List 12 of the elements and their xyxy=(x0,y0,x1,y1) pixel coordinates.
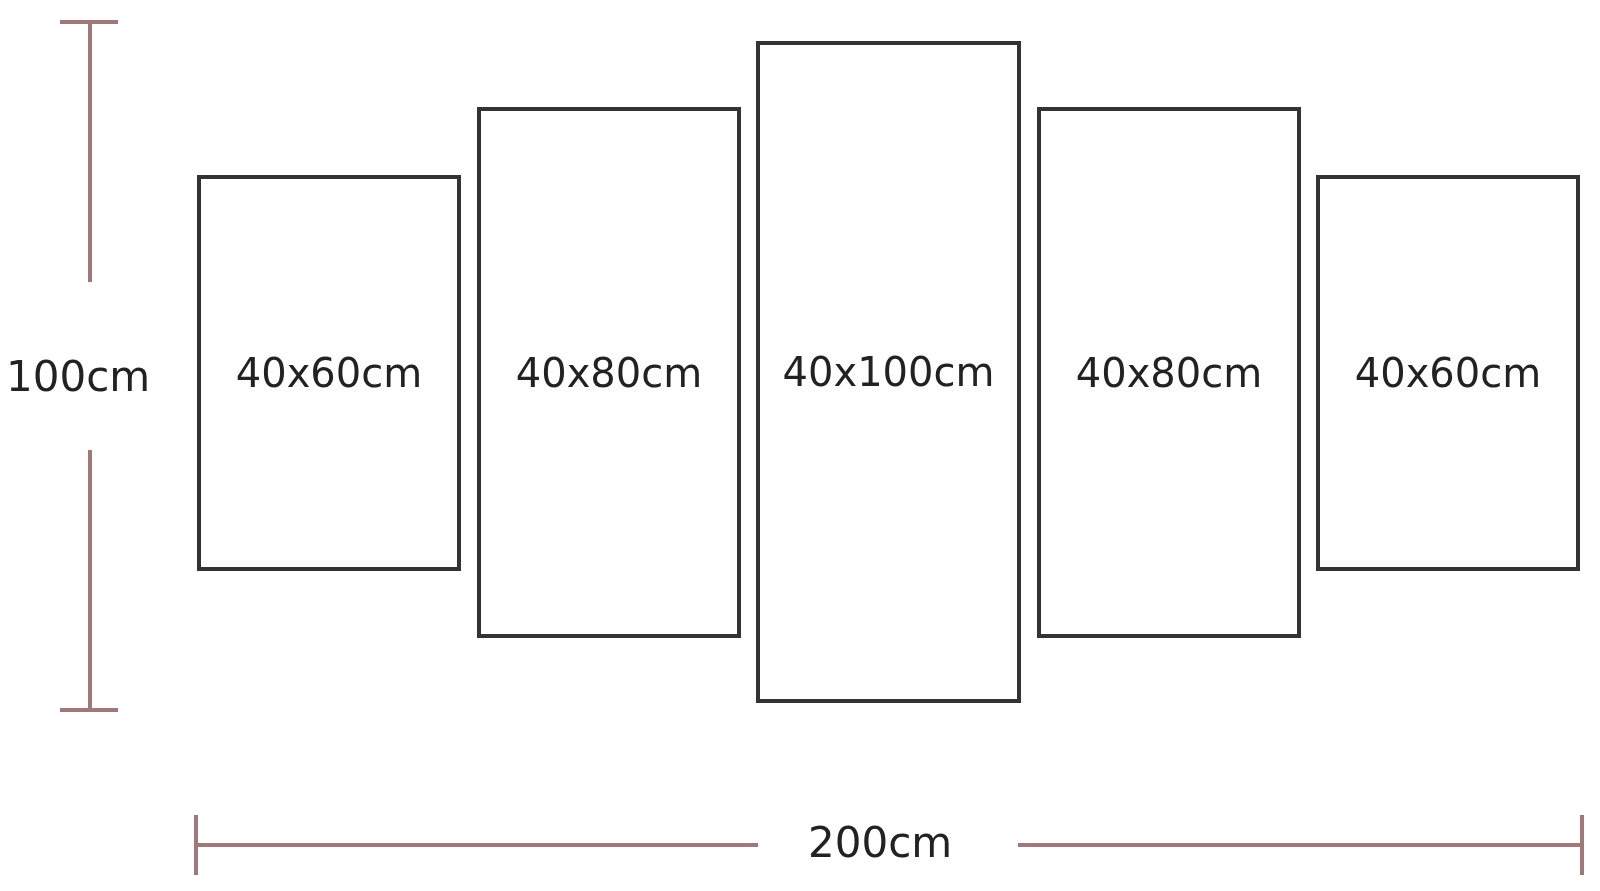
canvas-panel xyxy=(1037,107,1301,638)
size-label: 40x60cm xyxy=(235,350,423,396)
size-label: 40x80cm xyxy=(1075,349,1263,396)
canvas-panel xyxy=(1316,175,1580,571)
size-label: 40x100cm xyxy=(782,349,995,395)
size-label: 40x80cm xyxy=(515,349,703,396)
size-label: 40x60cm xyxy=(1354,350,1542,396)
canvas-panel xyxy=(197,175,461,571)
canvas-panel xyxy=(756,41,1021,703)
canvas-panel xyxy=(477,107,741,638)
dimension-label: 100cm xyxy=(6,352,151,401)
dimension-label: 200cm xyxy=(808,818,953,867)
